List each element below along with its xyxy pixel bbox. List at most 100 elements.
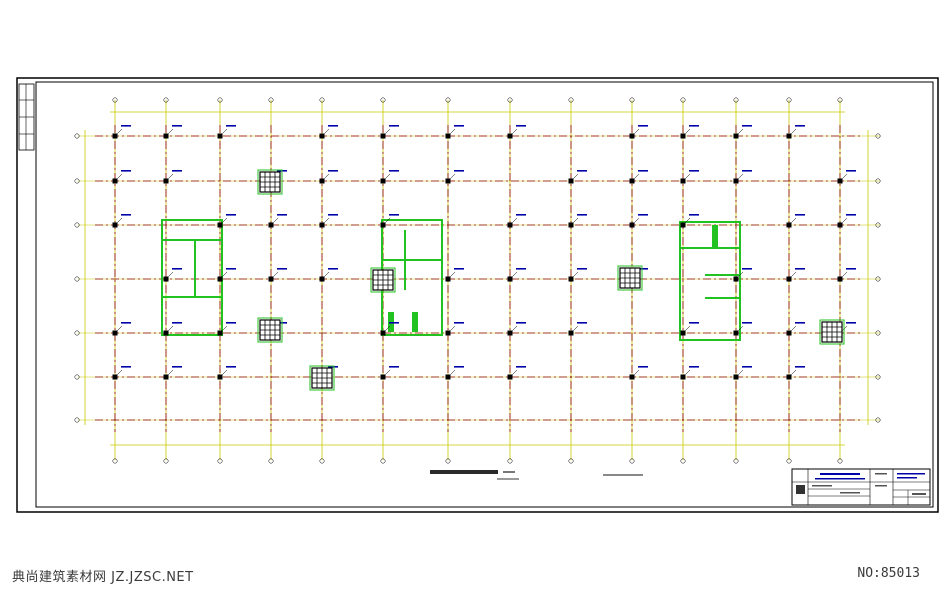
axis-bubble [74, 178, 80, 184]
axis-bubble [507, 458, 513, 464]
column-label-mark [577, 214, 587, 216]
column-label-mark [516, 366, 526, 368]
leader-line [682, 173, 691, 182]
column-label-mark [389, 170, 399, 172]
axis-bubble [380, 458, 386, 464]
column-label-mark [742, 170, 752, 172]
leader-line [447, 128, 456, 137]
axis-bubble [268, 458, 274, 464]
leader-line [839, 173, 848, 182]
column-label-mark [689, 125, 699, 127]
leader-line [631, 173, 640, 182]
axis-bubble [445, 97, 451, 103]
column-label-mark [172, 170, 182, 172]
leader-line [321, 271, 330, 280]
column-label-mark [516, 268, 526, 270]
axis-bubble [74, 276, 80, 282]
column-label-mark [846, 170, 856, 172]
leader-line [447, 271, 456, 280]
axis-bubble [112, 458, 118, 464]
axis-bubble [163, 97, 169, 103]
column-label-mark [516, 125, 526, 127]
leader-line [788, 369, 797, 378]
column-section-icon [819, 319, 845, 345]
axis-bubble [629, 97, 635, 103]
column-label-mark [172, 268, 182, 270]
leader-line [570, 271, 579, 280]
column-label-mark [742, 322, 752, 324]
leader-line [321, 173, 330, 182]
leader-line [114, 173, 123, 182]
column-label-mark [277, 214, 287, 216]
column-label-mark [389, 322, 399, 324]
watermark-site: 典尚建筑素材网 JZ.JZSC.NET [12, 570, 194, 585]
axis-bubble [445, 458, 451, 464]
axis-bubble [680, 97, 686, 103]
axis-bubble [680, 458, 686, 464]
axis-bubble [568, 458, 574, 464]
column-label-mark [795, 214, 805, 216]
plan-caption [430, 470, 643, 480]
column-label-mark [689, 366, 699, 368]
core-wall [679, 221, 741, 341]
column-label-mark [742, 366, 752, 368]
columns [112, 125, 856, 380]
leader-line [631, 217, 640, 226]
column-label-mark [638, 214, 648, 216]
leader-line [570, 173, 579, 182]
axis-bubble [507, 97, 513, 103]
core-walls [161, 219, 741, 341]
column-label-mark [846, 214, 856, 216]
column-label-mark [389, 125, 399, 127]
column-label-mark [795, 268, 805, 270]
leader-line [447, 369, 456, 378]
column-label-mark [638, 366, 648, 368]
column-label-mark [454, 268, 464, 270]
leader-line [839, 271, 848, 280]
column-label-mark [795, 125, 805, 127]
axis-bubble [112, 97, 118, 103]
leader-line [114, 369, 123, 378]
axis-bubble [875, 178, 881, 184]
column-label-mark [638, 268, 648, 270]
axis-bubble [786, 458, 792, 464]
axis-bubble [786, 97, 792, 103]
leader-line [788, 271, 797, 280]
column-label-mark [795, 322, 805, 324]
column-label-mark [689, 322, 699, 324]
axis-bubble [875, 374, 881, 380]
leader-line [165, 325, 174, 334]
column-label-mark [121, 125, 131, 127]
leader-line [509, 217, 518, 226]
column-label-mark [454, 170, 464, 172]
leader-line [570, 325, 579, 334]
leader-line [839, 217, 848, 226]
column-label-mark [277, 268, 287, 270]
axis-bubble [733, 97, 739, 103]
column-label-mark [454, 322, 464, 324]
column-label-mark [577, 322, 587, 324]
leader-line [509, 271, 518, 280]
axis-bubble [875, 276, 881, 282]
column-label-mark [638, 170, 648, 172]
sheet-outer-frame [16, 77, 939, 513]
column-label-mark [328, 170, 338, 172]
column-label-mark [121, 366, 131, 368]
column-label-mark [454, 366, 464, 368]
leader-line [321, 217, 330, 226]
leader-line [382, 217, 391, 226]
title-block [791, 468, 931, 506]
column-label-mark [846, 322, 856, 324]
binding-strip [18, 83, 35, 151]
column-label-mark [516, 322, 526, 324]
leader-line [382, 325, 391, 334]
column-label-mark [172, 125, 182, 127]
axis-bubble [217, 458, 223, 464]
column-label-mark [226, 214, 236, 216]
leader-line [270, 217, 279, 226]
column-label-mark [454, 125, 464, 127]
column-section-icon [617, 265, 643, 291]
column-label-mark [846, 268, 856, 270]
axis-bubble [380, 97, 386, 103]
leader-line [382, 128, 391, 137]
